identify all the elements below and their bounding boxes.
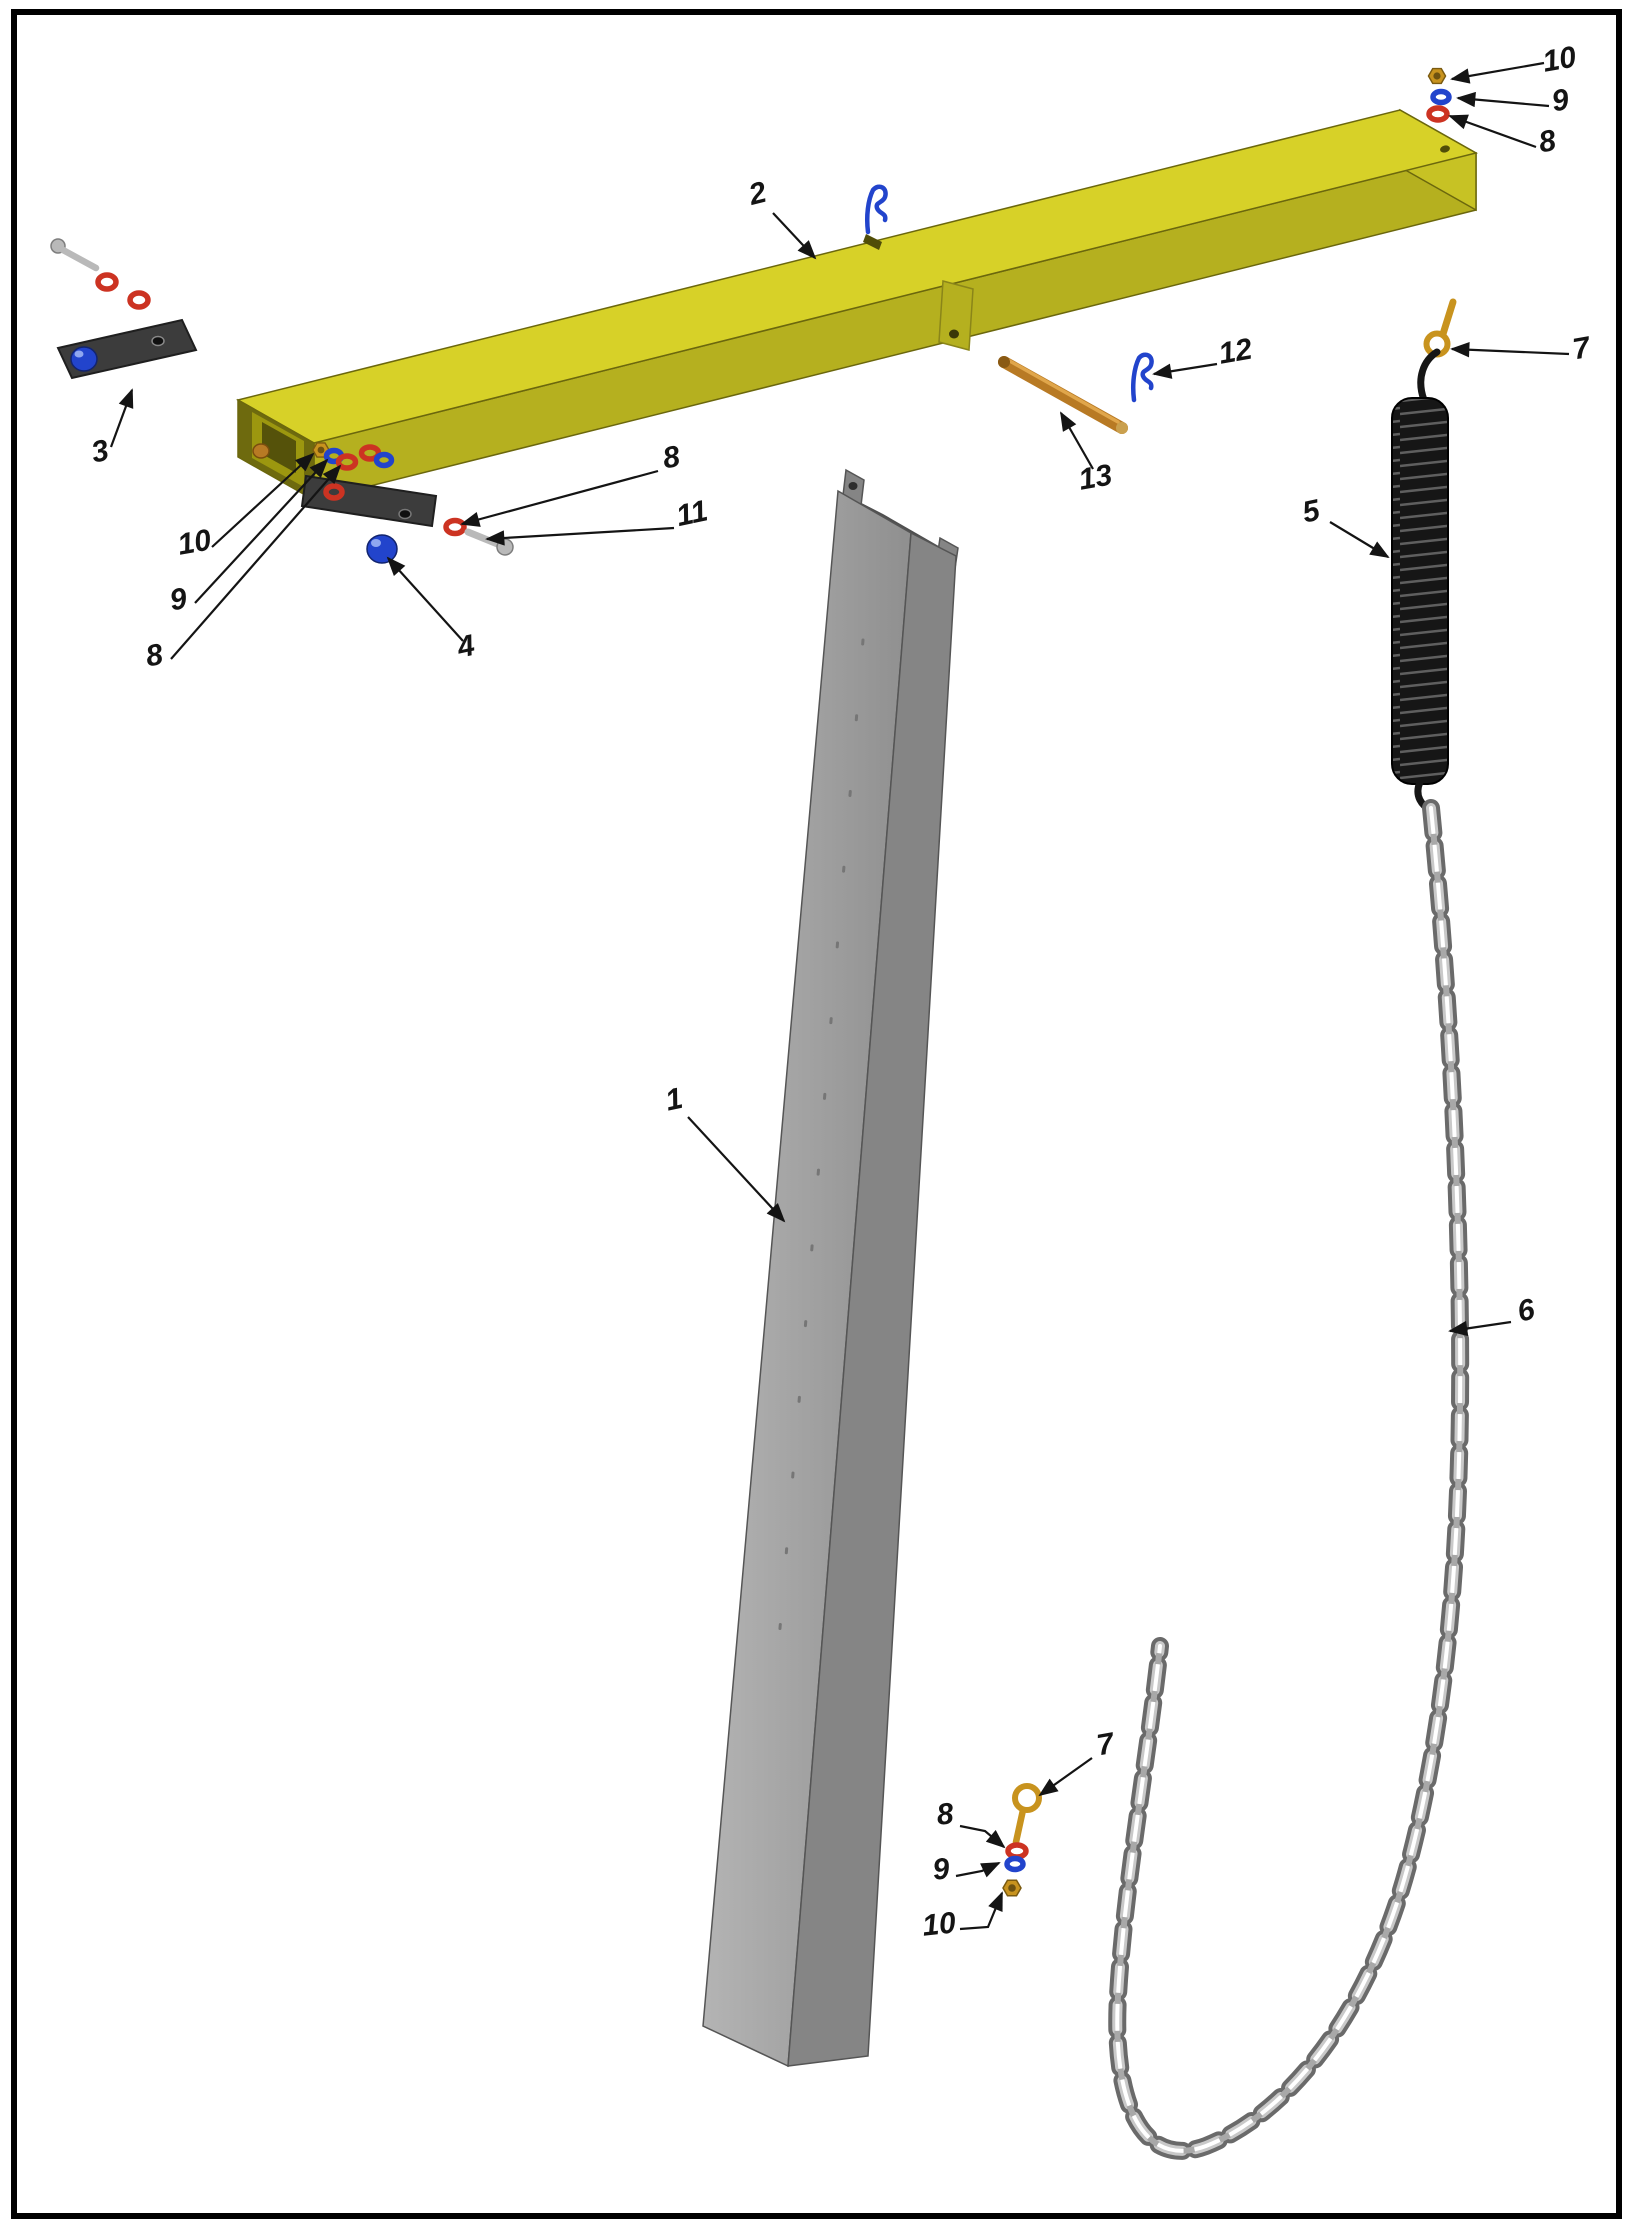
plate-hole	[151, 335, 165, 347]
beam-top-slot	[863, 234, 882, 250]
lock-washer-icon	[1430, 88, 1452, 106]
callout-10-bottom: 10	[921, 1891, 1004, 1943]
callout-12: 12	[1152, 332, 1255, 379]
lock-washer-icon	[1004, 1855, 1026, 1873]
callout-1: 1	[662, 1082, 786, 1223]
beam-end-hole	[1440, 145, 1450, 153]
callouts: 10 9 8 7 2 12 13 3	[88, 40, 1593, 1942]
bottom-eyebolt-assembly	[1002, 1783, 1042, 1897]
svg-text:6: 6	[1514, 1293, 1537, 1329]
cap-highlight	[74, 350, 84, 358]
svg-text:8: 8	[143, 638, 165, 673]
callout-8-top-right: 8	[1448, 114, 1559, 159]
beam-hanger-tab	[938, 280, 974, 351]
svg-text:8: 8	[935, 1797, 955, 1832]
bolt-head	[496, 538, 514, 556]
callout-9-top-right: 9	[1456, 83, 1572, 118]
callout-7-top: 7	[1450, 331, 1594, 367]
svg-text:3: 3	[88, 434, 111, 470]
callout-8-center: 8	[460, 440, 683, 527]
beam-left-inner	[262, 422, 296, 473]
plate-hole	[398, 508, 412, 520]
svg-text:7: 7	[1570, 331, 1593, 367]
flat-washer-icon	[358, 444, 382, 462]
post-part	[702, 468, 959, 2068]
flat-washer-icon	[127, 290, 151, 310]
callout-13: 13	[1060, 411, 1115, 497]
hex-nut-icon	[1002, 1879, 1022, 1897]
svg-text:11: 11	[673, 494, 710, 533]
callout-10-left: 10	[175, 452, 315, 562]
cap-plug-icon	[366, 534, 398, 564]
flat-washer-icon	[323, 483, 345, 501]
callout-8-left: 8	[143, 464, 342, 673]
callout-6: 6	[1448, 1293, 1538, 1337]
svg-text:12: 12	[1216, 332, 1255, 370]
hex-nut-icon	[1427, 67, 1447, 85]
cap-plug-icon	[70, 346, 98, 372]
pivot-rod	[998, 356, 1128, 434]
post-side-face	[787, 531, 957, 2067]
svg-text:9: 9	[1549, 83, 1571, 118]
beam-roller	[252, 443, 270, 459]
callout-11: 11	[485, 494, 711, 546]
flat-washer-icon	[335, 453, 359, 471]
svg-text:1: 1	[662, 1082, 685, 1118]
callout-10-top-right: 10	[1450, 40, 1579, 84]
callout-8-bottom: 8	[935, 1797, 1006, 1849]
cap-highlight	[371, 539, 381, 547]
bolt-shank	[59, 246, 100, 272]
post-hole-row	[777, 638, 865, 1642]
svg-text:10: 10	[921, 1906, 958, 1942]
svg-text:8: 8	[1536, 124, 1558, 159]
top-right-hardware	[1426, 67, 1452, 123]
svg-text:13: 13	[1076, 458, 1115, 496]
svg-text:9: 9	[931, 1852, 951, 1887]
flat-washer-icon	[1426, 105, 1450, 123]
flat-washer-icon	[443, 517, 467, 537]
flat-washer-icon	[95, 272, 119, 292]
left-bracket-assembly	[50, 238, 198, 380]
callout-9-bottom: 9	[931, 1852, 1001, 1887]
callout-9-left: 9	[167, 458, 329, 617]
svg-text:9: 9	[167, 582, 189, 617]
callout-7-bottom: 7	[1038, 1727, 1118, 1797]
chain-part	[1108, 799, 1470, 2160]
svg-text:10: 10	[175, 523, 214, 561]
eye-bolt-icon	[1012, 1783, 1042, 1813]
eye-bolt-shank	[1012, 1806, 1027, 1846]
svg-text:8: 8	[660, 440, 682, 475]
callout-3: 3	[88, 388, 134, 470]
lock-washer-icon	[373, 451, 395, 469]
svg-text:7: 7	[1094, 1727, 1117, 1763]
svg-text:10: 10	[1540, 40, 1579, 78]
spring-part	[1391, 348, 1449, 814]
